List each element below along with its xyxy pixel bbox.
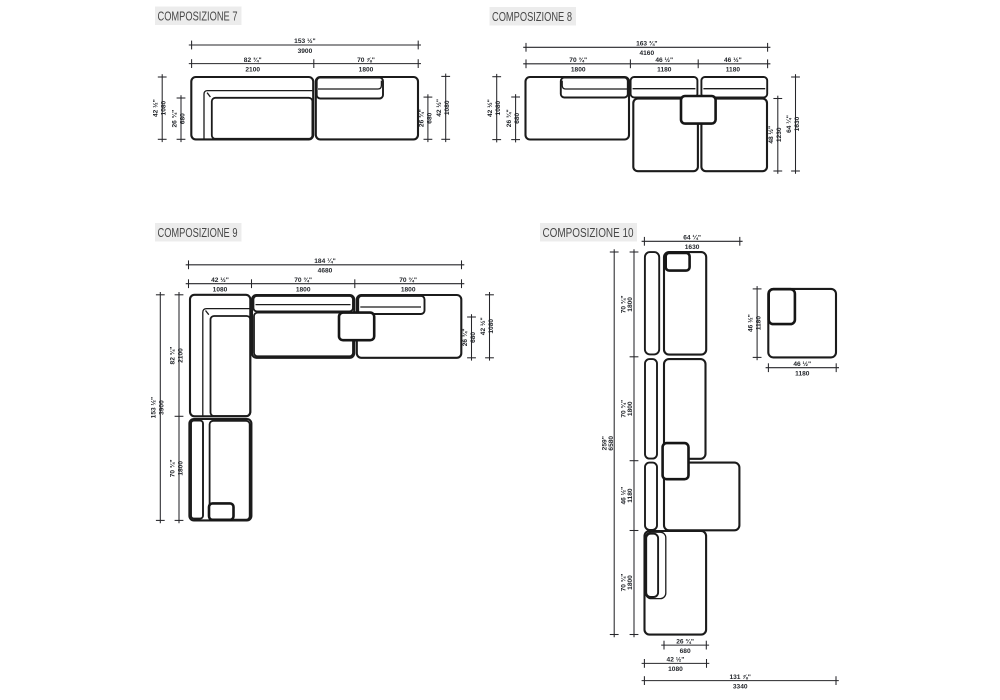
svg-text:1080: 1080: [668, 666, 683, 673]
svg-text:6580: 6580: [608, 436, 615, 451]
svg-text:3340: 3340: [733, 683, 748, 690]
svg-text:26 ¾": 26 ¾": [505, 109, 513, 127]
svg-text:46 ½": 46 ½": [619, 487, 627, 505]
svg-text:46 ½": 46 ½": [724, 56, 742, 64]
svg-text:26 ¾": 26 ¾": [461, 329, 469, 347]
svg-text:184 ¼": 184 ¼": [314, 257, 335, 265]
svg-text:680: 680: [426, 112, 433, 123]
svg-text:1800: 1800: [627, 297, 634, 312]
svg-text:70 ¾": 70 ¾": [619, 296, 627, 314]
svg-text:82 ¾": 82 ¾": [168, 347, 176, 365]
svg-text:42 ½": 42 ½": [152, 99, 160, 117]
svg-text:1800: 1800: [627, 575, 634, 590]
svg-text:42 ½": 42 ½": [486, 99, 494, 117]
svg-text:1800: 1800: [627, 401, 634, 416]
svg-text:1080: 1080: [213, 287, 228, 294]
svg-text:1800: 1800: [359, 66, 374, 73]
svg-text:COMPOSIZIONE 10: COMPOSIZIONE 10: [543, 225, 634, 240]
svg-text:3900: 3900: [159, 400, 166, 415]
svg-text:48 ½": 48 ½": [767, 126, 775, 144]
svg-text:2100: 2100: [177, 348, 184, 363]
svg-text:1800: 1800: [296, 287, 311, 294]
svg-text:26 ¾": 26 ¾": [676, 637, 694, 645]
svg-text:46 ½": 46 ½": [747, 314, 755, 332]
svg-text:46 ½": 46 ½": [793, 360, 811, 368]
svg-text:70 ¾": 70 ¾": [399, 276, 417, 284]
svg-text:680: 680: [470, 332, 477, 343]
svg-text:4160: 4160: [639, 50, 654, 57]
svg-text:131 ⅞": 131 ⅞": [729, 674, 750, 681]
svg-text:70 ¾": 70 ¾": [569, 56, 587, 64]
svg-text:42 ½": 42 ½": [479, 317, 487, 335]
svg-text:42 ½": 42 ½": [667, 656, 685, 664]
svg-text:46 ½": 46 ½": [655, 56, 673, 64]
svg-text:1080: 1080: [495, 100, 502, 115]
svg-text:70 ¾": 70 ¾": [294, 276, 312, 284]
svg-text:1080: 1080: [444, 100, 451, 115]
svg-text:680: 680: [179, 113, 186, 124]
svg-text:4680: 4680: [318, 268, 333, 275]
svg-text:259": 259": [601, 436, 608, 450]
svg-text:1800: 1800: [571, 67, 586, 74]
svg-text:82 ¾": 82 ¾": [244, 56, 262, 64]
svg-text:1180: 1180: [726, 67, 741, 74]
svg-text:153 ½": 153 ½": [294, 37, 315, 45]
svg-text:2100: 2100: [245, 66, 260, 73]
svg-text:153 ½": 153 ½": [150, 397, 158, 418]
svg-text:1630: 1630: [794, 116, 801, 131]
svg-text:1800: 1800: [401, 287, 416, 294]
svg-text:1180: 1180: [756, 316, 763, 331]
svg-text:64 ¼": 64 ¼": [785, 115, 793, 133]
svg-text:1080: 1080: [488, 319, 495, 334]
svg-text:26 ¾": 26 ¾": [417, 109, 425, 127]
svg-text:COMPOSIZIONE 8: COMPOSIZIONE 8: [492, 9, 572, 24]
svg-text:1180: 1180: [657, 67, 672, 74]
svg-text:42 ½": 42 ½": [435, 99, 443, 117]
svg-text:3900: 3900: [298, 48, 313, 55]
svg-text:COMPOSIZIONE 9: COMPOSIZIONE 9: [158, 225, 238, 240]
svg-text:70 ⅞": 70 ⅞": [357, 57, 375, 64]
svg-text:1800: 1800: [177, 461, 184, 476]
svg-text:1630: 1630: [685, 244, 700, 251]
svg-text:42 ½": 42 ½": [211, 276, 229, 284]
svg-text:680: 680: [514, 112, 521, 123]
svg-text:680: 680: [680, 648, 691, 655]
svg-text:26 ¾": 26 ¾": [170, 110, 178, 128]
svg-text:70 ¾": 70 ¾": [619, 574, 627, 592]
svg-text:COMPOSIZIONE 7: COMPOSIZIONE 7: [158, 9, 238, 24]
svg-text:64 ¼": 64 ¼": [683, 234, 701, 242]
svg-text:1180: 1180: [795, 371, 810, 378]
svg-text:163 ¾": 163 ¾": [636, 40, 657, 48]
svg-text:1230: 1230: [776, 127, 783, 142]
svg-text:1180: 1180: [627, 488, 634, 503]
svg-text:70 ¾": 70 ¾": [168, 459, 176, 477]
svg-text:70 ¾": 70 ¾": [619, 400, 627, 418]
svg-text:1080: 1080: [161, 100, 168, 115]
